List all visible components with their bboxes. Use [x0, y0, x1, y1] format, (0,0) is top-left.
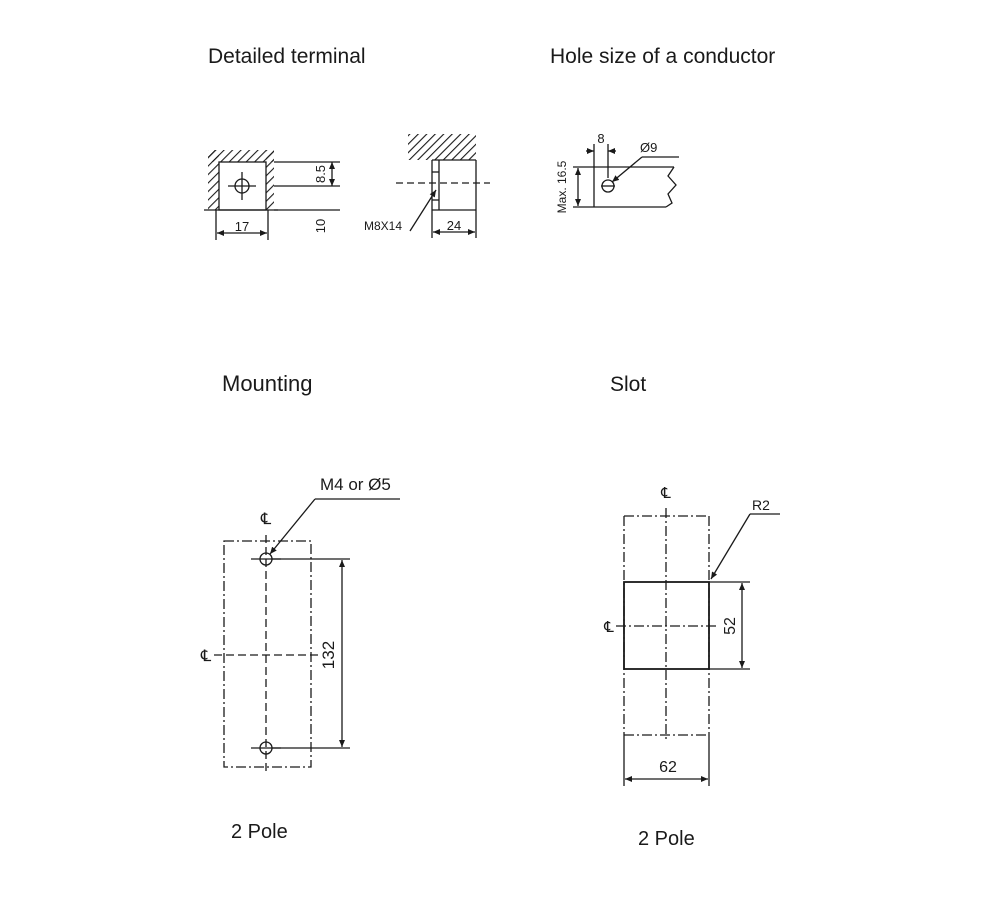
heading-mounting: Mounting [222, 371, 313, 396]
terminal-front-view [204, 150, 340, 240]
slot-centerline-top: ℄ [660, 485, 671, 502]
mounting-dim-spacing: 132 [319, 641, 338, 669]
heading-slot: Slot [610, 373, 647, 396]
mounting-centerline-left: ℄ [200, 648, 212, 665]
slot-caption: 2 Pole [638, 828, 695, 850]
heading-detailed-terminal: Detailed terminal [208, 45, 366, 68]
slot-centerline-left: ℄ [603, 619, 614, 636]
terminal-dim-offset: 8.5 [313, 165, 328, 183]
mounting-drawing [214, 498, 400, 772]
conductor-dim-offset: 8 [597, 131, 604, 146]
slot-dim-height: 52 [722, 617, 739, 635]
mounting-centerline-top: ℄ [260, 511, 272, 528]
conductor-dim-max: Max. 16.5 [555, 160, 569, 213]
terminal-dim-height: 10 [313, 219, 328, 233]
terminal-dim-depth: 24 [447, 218, 461, 233]
terminal-dim-width: 17 [235, 219, 249, 234]
heading-hole-size: Hole size of a conductor [550, 45, 776, 68]
slot-drawing [616, 508, 780, 786]
slot-radius-label: R2 [752, 497, 770, 513]
mounting-screw-label: M4 or Ø5 [320, 475, 391, 494]
terminal-side-view [396, 134, 490, 238]
slot-dim-width: 62 [659, 759, 677, 776]
mounting-caption: 2 Pole [231, 821, 288, 843]
terminal-bolt-label: M8X14 [364, 219, 402, 233]
conductor-dim-hole: Ø9 [640, 140, 657, 155]
conductor-drawing [573, 144, 679, 208]
